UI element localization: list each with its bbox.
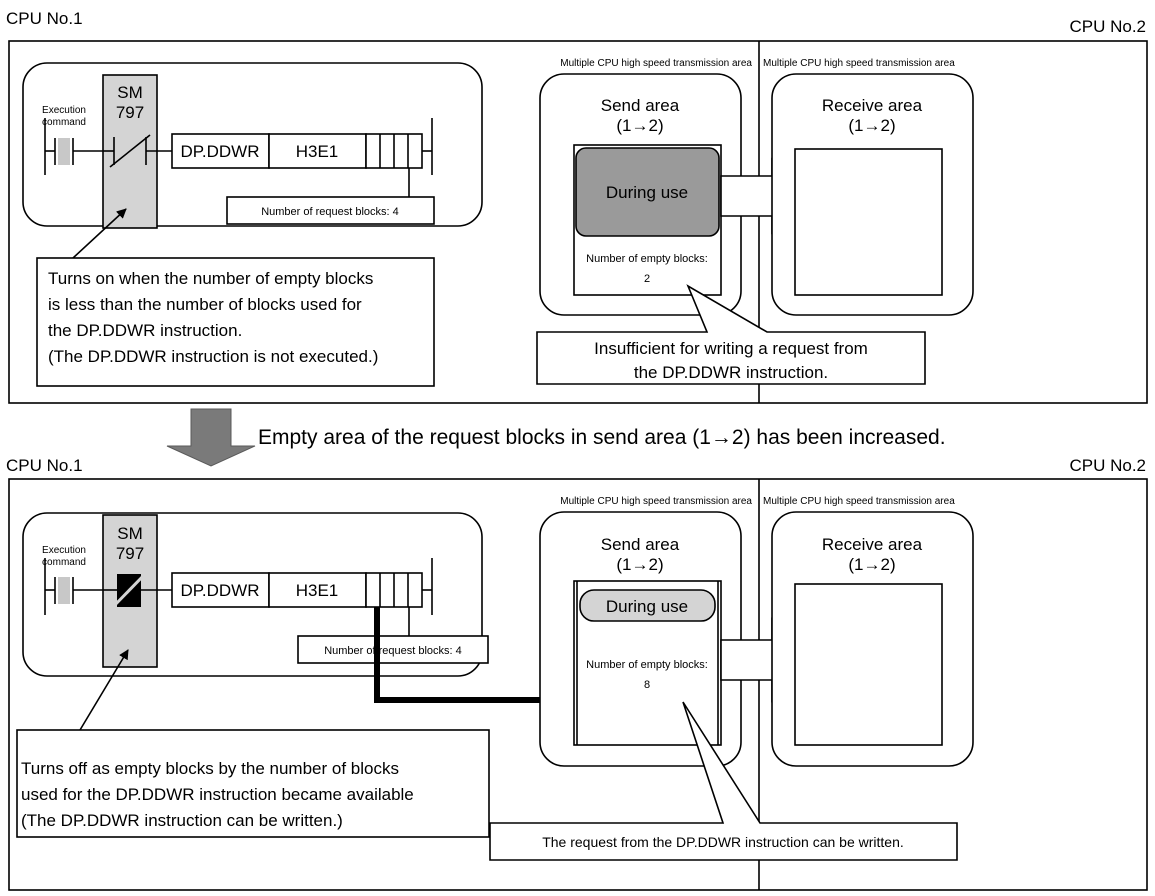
bottom-note-pointer [79, 649, 129, 731]
top-instr-box [171, 133, 270, 169]
top-execution-contact-fill [58, 138, 70, 165]
bottom-cpu2-label: CPU No.2 [1069, 456, 1146, 475]
bottom-writable-callout [489, 701, 958, 861]
top-exec-label-1: Execution [42, 105, 86, 116]
top-send-title: Send area [601, 96, 680, 115]
top-note-line-3: the DP.DDWR instruction. [48, 321, 242, 340]
bottom-receive-sub: (1→2) [848, 555, 895, 574]
top-note-line-2: is less than the number of blocks used f… [48, 295, 362, 314]
top-area-label-right: Multiple CPU high speed transmission are… [763, 58, 955, 69]
top-operand-box [268, 133, 367, 169]
top-panel: CPU No.1 CPU No.2 Multiple CPU high spee… [6, 9, 1148, 404]
top-sm-label: SM [117, 83, 143, 102]
top-receive-sub: (1→2) [848, 116, 895, 135]
bottom-exec-label-2: command [42, 557, 86, 568]
bottom-note-line-1: Turns off as empty blocks by the number … [21, 759, 399, 778]
bottom-cpu1-label: CPU No.1 [6, 456, 83, 475]
top-note-box [36, 257, 435, 387]
top-during-use-block [575, 147, 720, 237]
top-request-blocks-text: Number of request blocks: 4 [261, 206, 399, 218]
bottom-instr-box [171, 572, 270, 608]
bottom-request-blocks-text: Number of request blocks: 4 [324, 645, 462, 657]
bottom-writable-text: The request from the DP.DDWR instruction… [542, 834, 904, 850]
bottom-operand-box [268, 572, 367, 608]
top-cpu2-label: CPU No.2 [1069, 17, 1146, 36]
bottom-during-use-block [579, 589, 716, 622]
bottom-operand-text: H3E1 [296, 581, 339, 600]
top-instr-text: DP.DDWR [180, 142, 259, 161]
top-operand-text: H3E1 [296, 142, 339, 161]
bottom-execution-contact-fill [58, 577, 70, 604]
top-exec-label-2: command [42, 117, 86, 128]
bottom-instr-text: DP.DDWR [180, 581, 259, 600]
bottom-area-label-left: Multiple CPU high speed transmission are… [560, 496, 752, 507]
bottom-note-box [16, 729, 490, 838]
bottom-note-line-2: used for the DP.DDWR instruction became … [21, 785, 414, 804]
top-sm-number: 797 [116, 103, 144, 122]
bottom-send-title: Send area [601, 535, 680, 554]
top-note-line-1: Turns on when the number of empty blocks [48, 269, 373, 288]
top-insufficient-line-1: Insufficient for writing a request from [594, 339, 868, 358]
bottom-exec-label-1: Execution [42, 545, 86, 556]
transition-down-arrow [166, 408, 256, 467]
bottom-note-line-3: (The DP.DDWR instruction can be written.… [21, 811, 343, 830]
bottom-empty-label: Number of empty blocks: [586, 659, 708, 671]
top-receive-title: Receive area [822, 96, 923, 115]
top-empty-value: 2 [644, 273, 650, 285]
bottom-send-sub: (1→2) [616, 555, 663, 574]
bottom-receive-buffer [794, 583, 943, 746]
top-empty-label: Number of empty blocks: [586, 253, 708, 265]
bottom-panel: CPU No.1 CPU No.2 Multiple CPU high spee… [6, 456, 1148, 891]
bottom-panel-frame [8, 478, 1148, 891]
top-during-use-text: During use [606, 183, 688, 202]
top-insufficient-line-2: the DP.DDWR instruction. [634, 363, 828, 382]
bottom-area-label-right: Multiple CPU high speed transmission are… [763, 496, 955, 507]
transition: Empty area of the request blocks in send… [166, 408, 946, 467]
top-nc-slash [109, 134, 151, 168]
bottom-sm-number: 797 [116, 544, 144, 563]
bottom-receive-title: Receive area [822, 535, 923, 554]
bottom-during-use-text: During use [606, 597, 688, 616]
top-send-sub: (1→2) [616, 116, 663, 135]
bottom-request-transfer-arrow [374, 607, 550, 703]
top-cpu1-label: CPU No.1 [6, 9, 83, 28]
transition-text: Empty area of the request blocks in send… [258, 426, 946, 449]
top-receive-buffer [794, 148, 943, 296]
bottom-nc-slash [109, 570, 149, 611]
bottom-empty-value: 8 [644, 679, 650, 691]
bottom-request-blocks-box [297, 635, 489, 664]
top-insufficient-callout [536, 284, 926, 385]
bottom-sm-label: SM [117, 524, 143, 543]
top-note-pointer [72, 208, 127, 259]
top-area-label-left: Multiple CPU high speed transmission are… [560, 58, 752, 69]
top-request-blocks-box [226, 196, 435, 225]
top-note-line-4: (The DP.DDWR instruction is not executed… [48, 347, 378, 366]
